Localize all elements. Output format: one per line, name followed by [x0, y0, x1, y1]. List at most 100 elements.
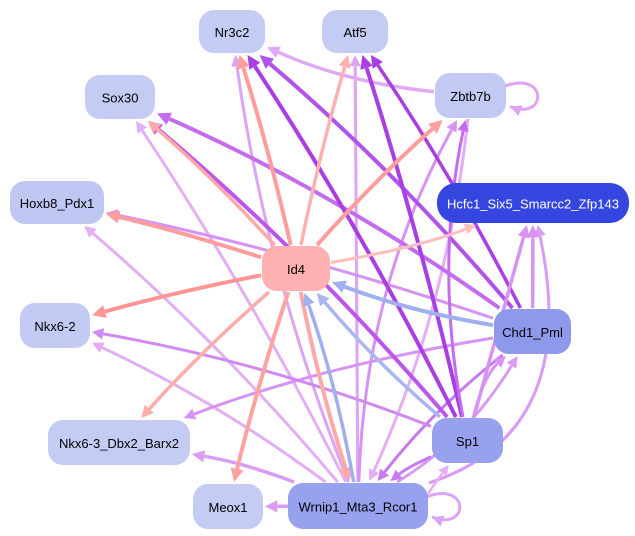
edge-line	[503, 81, 540, 111]
edge-arrowhead	[157, 112, 172, 125]
edge-Id4-Nkx6-2	[92, 273, 262, 318]
edge-Id4-Sox30	[147, 121, 276, 247]
node-Hoxb8_Pdx1: Hoxb8_Pdx1	[10, 181, 104, 224]
edge-Sp1-Atf5	[360, 55, 464, 418]
edge-Id4-Zbtb7b	[315, 120, 443, 247]
edge-line	[343, 284, 494, 328]
edge-arrowhead	[106, 210, 121, 224]
edge-line	[323, 301, 442, 419]
edge-line	[253, 65, 458, 418]
edge-arrowhead	[259, 55, 275, 69]
edge-line	[203, 454, 295, 484]
edge-arrowhead	[230, 467, 244, 482]
edge-arrowhead	[84, 226, 97, 238]
edge-arrowhead	[517, 225, 530, 239]
edge-Id4-Atf5	[299, 55, 351, 246]
edge-layer	[84, 46, 551, 527]
edge-arrowhead	[237, 55, 250, 70]
node-Id4: Id4	[262, 246, 330, 291]
edge-arrowhead	[493, 356, 506, 368]
edge-arrowhead	[432, 515, 445, 527]
edge-line	[104, 273, 262, 314]
edge-Wrnip1_Mta3_Rcor1-Wrnip1_Mta3_Rcor1	[425, 492, 462, 527]
edge-arrowhead	[377, 468, 390, 481]
edge-Sp1-Chd1_Pml	[471, 356, 506, 418]
edge-arrowhead	[506, 356, 518, 369]
edge-arrowhead	[141, 404, 154, 418]
edge-Sp1-Nr3c2	[247, 55, 458, 418]
node-box-Wrnip1_Mta3_Rcor1	[288, 483, 428, 529]
edge-arrowhead	[92, 342, 105, 353]
edge-arrowhead	[316, 293, 330, 307]
node-box-Zbtb7b	[435, 73, 506, 118]
edge-arrowhead	[192, 450, 206, 463]
edge-line	[330, 227, 467, 264]
node-box-Nkx6-2	[20, 303, 90, 348]
node-box-Sox30	[85, 75, 155, 119]
edge-Sp1-Wrnip1_Mta3_Rcor1	[390, 455, 432, 481]
edge-line	[91, 232, 339, 483]
edge-arrowhead	[183, 408, 197, 420]
edge-line	[299, 66, 347, 246]
edge-Wrnip1_Mta3_Rcor1-Sox30	[136, 121, 348, 483]
edge-line	[277, 50, 435, 94]
edge-line	[353, 66, 360, 483]
edge-Id4-Nr3c2	[237, 55, 293, 246]
edge-arrowhead	[510, 105, 523, 116]
edge-Sp1-Nkx6-2	[92, 328, 432, 428]
edge-line	[140, 129, 348, 483]
edge-line	[306, 304, 356, 483]
edge-Id4-Hoxb8_Pdx1	[106, 210, 262, 260]
edge-arrowhead	[438, 465, 449, 477]
edge-arrowhead	[265, 500, 278, 513]
edge-Chd1_Pml-Atf5	[370, 55, 522, 309]
edge-line	[193, 336, 494, 416]
edge-arrowhead	[370, 55, 383, 69]
edge-line	[398, 455, 432, 476]
node-box-Sp1	[432, 418, 503, 463]
edge-line	[425, 492, 462, 522]
node-Hcfc1_Six5_Smarcc2_Zfp143: Hcfc1_Six5_Smarcc2_Zfp143	[437, 183, 629, 223]
edge-arrowhead	[136, 121, 147, 134]
edge-line	[118, 215, 262, 260]
node-Nr3c2: Nr3c2	[199, 10, 265, 53]
node-box-Meox1	[193, 484, 263, 529]
edge-line	[428, 235, 551, 485]
edge-line	[364, 67, 464, 418]
edge-Chd1_Pml-Nr3c2	[259, 55, 514, 310]
edge-arrowhead	[368, 468, 380, 481]
node-Nkx6-2: Nkx6-2	[20, 303, 90, 348]
edge-line	[102, 332, 432, 428]
node-Atf5: Atf5	[322, 10, 388, 53]
node-box-Nr3c2	[199, 10, 265, 53]
node-box-Nkx6-3_Dbx2_Barx2	[48, 420, 190, 465]
edge-arrowhead	[338, 55, 351, 69]
edge-arrowhead	[360, 55, 373, 70]
edge-Chd1_Pml-Sox30	[157, 112, 501, 310]
edge-arrowhead	[428, 120, 443, 134]
edge-line	[241, 67, 293, 246]
edge-Wrnip1_Mta3_Rcor1-Atf5	[349, 55, 361, 483]
edge-line	[376, 64, 522, 309]
edge-line	[168, 116, 501, 310]
edge-Wrnip1_Mta3_Rcor1-Sp1	[427, 465, 449, 496]
node-Chd1_Pml: Chd1_Pml	[494, 309, 571, 354]
edge-Wrnip1_Mta3_Rcor1-Id4	[302, 293, 356, 483]
edge-Zbtb7b-Zbtb7b	[503, 81, 540, 116]
node-box-Hcfc1_Six5_Smarcc2_Zfp143	[437, 183, 629, 223]
edge-arrowhead	[349, 55, 361, 67]
edge-line	[471, 362, 499, 418]
edge-arrowhead	[457, 120, 469, 133]
edge-arrowhead	[247, 55, 261, 70]
edge-arrowhead	[390, 469, 403, 481]
edge-arrowhead	[446, 120, 457, 133]
edge-line	[148, 290, 271, 410]
edge-Wrnip1_Mta3_Rcor1-Hoxb8_Pdx1	[84, 226, 339, 483]
edge-line	[155, 127, 276, 247]
edge-line	[235, 291, 291, 470]
edge-arrowhead	[302, 293, 315, 307]
node-Sp1: Sp1	[432, 418, 503, 463]
edge-line	[447, 130, 465, 418]
node-box-Atf5	[322, 10, 388, 53]
